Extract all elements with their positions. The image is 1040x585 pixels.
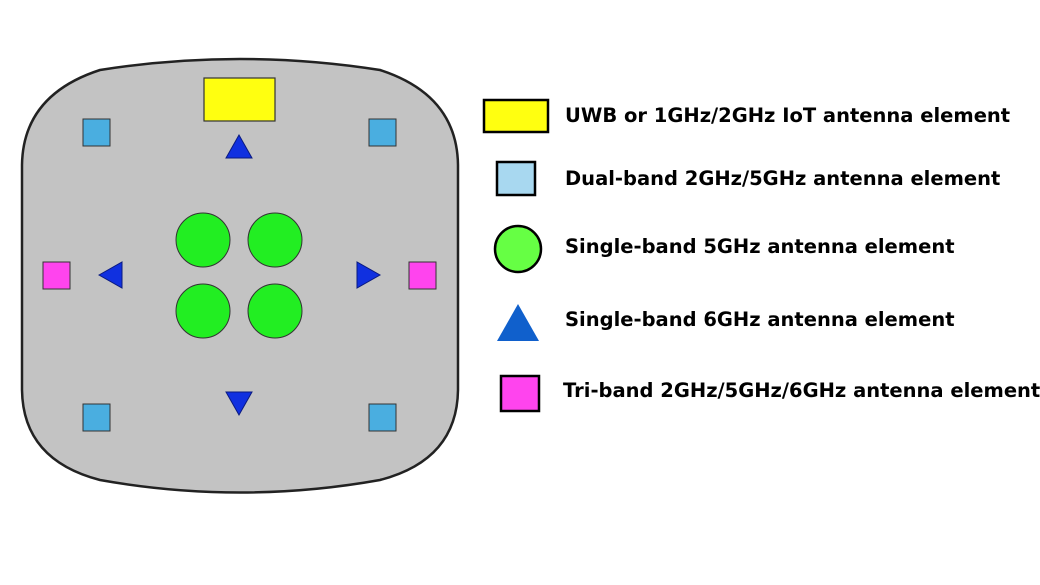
legend-symbol-yellow-rectangle [482,98,550,134]
dual-band-antenna-bottom-left [82,403,111,432]
legend-symbol-magenta-square [499,374,541,413]
legend-symbol-green-circle [493,224,543,274]
dual-band-antenna-top-left [82,118,111,147]
legend-label-single-6ghz: Single-band 6GHz antenna element [565,308,955,331]
legend-item-single-5ghz: Single-band 5GHz antenna element [493,224,955,274]
legend-item-tri-band: Tri-band 2GHz/5GHz/6GHz antenna element [499,374,1040,413]
single-6ghz-antenna-top [225,133,253,159]
device-housing [20,57,460,494]
single-5ghz-antenna-bottom-right [247,283,303,339]
legend-item-uwb-iot: UWB or 1GHz/2GHz IoT antenna element [482,98,1010,134]
single-6ghz-antenna-bottom [225,391,253,417]
legend-label-single-5ghz: Single-band 5GHz antenna element [565,235,955,258]
legend-symbol-light-blue-square [495,160,537,197]
single-5ghz-antenna-top-left [175,212,231,268]
single-5ghz-antenna-top-right [247,212,303,268]
dual-band-antenna-top-right [368,118,397,147]
tri-band-antenna-right [408,261,437,290]
legend-label-tri-band: Tri-band 2GHz/5GHz/6GHz antenna element [563,379,1040,402]
legend-label-uwb-iot: UWB or 1GHz/2GHz IoT antenna element [565,104,1010,127]
single-6ghz-antenna-right [356,261,382,289]
uwb-iot-antenna [203,77,276,122]
legend-symbol-blue-triangle [497,304,539,341]
legend-label-dual-band: Dual-band 2GHz/5GHz antenna element [565,167,1000,190]
legend-item-single-6ghz: Single-band 6GHz antenna element [497,304,955,341]
tri-band-antenna-left [42,261,71,290]
single-5ghz-antenna-bottom-left [175,283,231,339]
legend-item-dual-band: Dual-band 2GHz/5GHz antenna element [495,160,1000,197]
dual-band-antenna-bottom-right [368,403,397,432]
single-6ghz-antenna-left [97,261,123,289]
legend: UWB or 1GHz/2GHz IoT antenna element Dua… [482,98,1040,413]
